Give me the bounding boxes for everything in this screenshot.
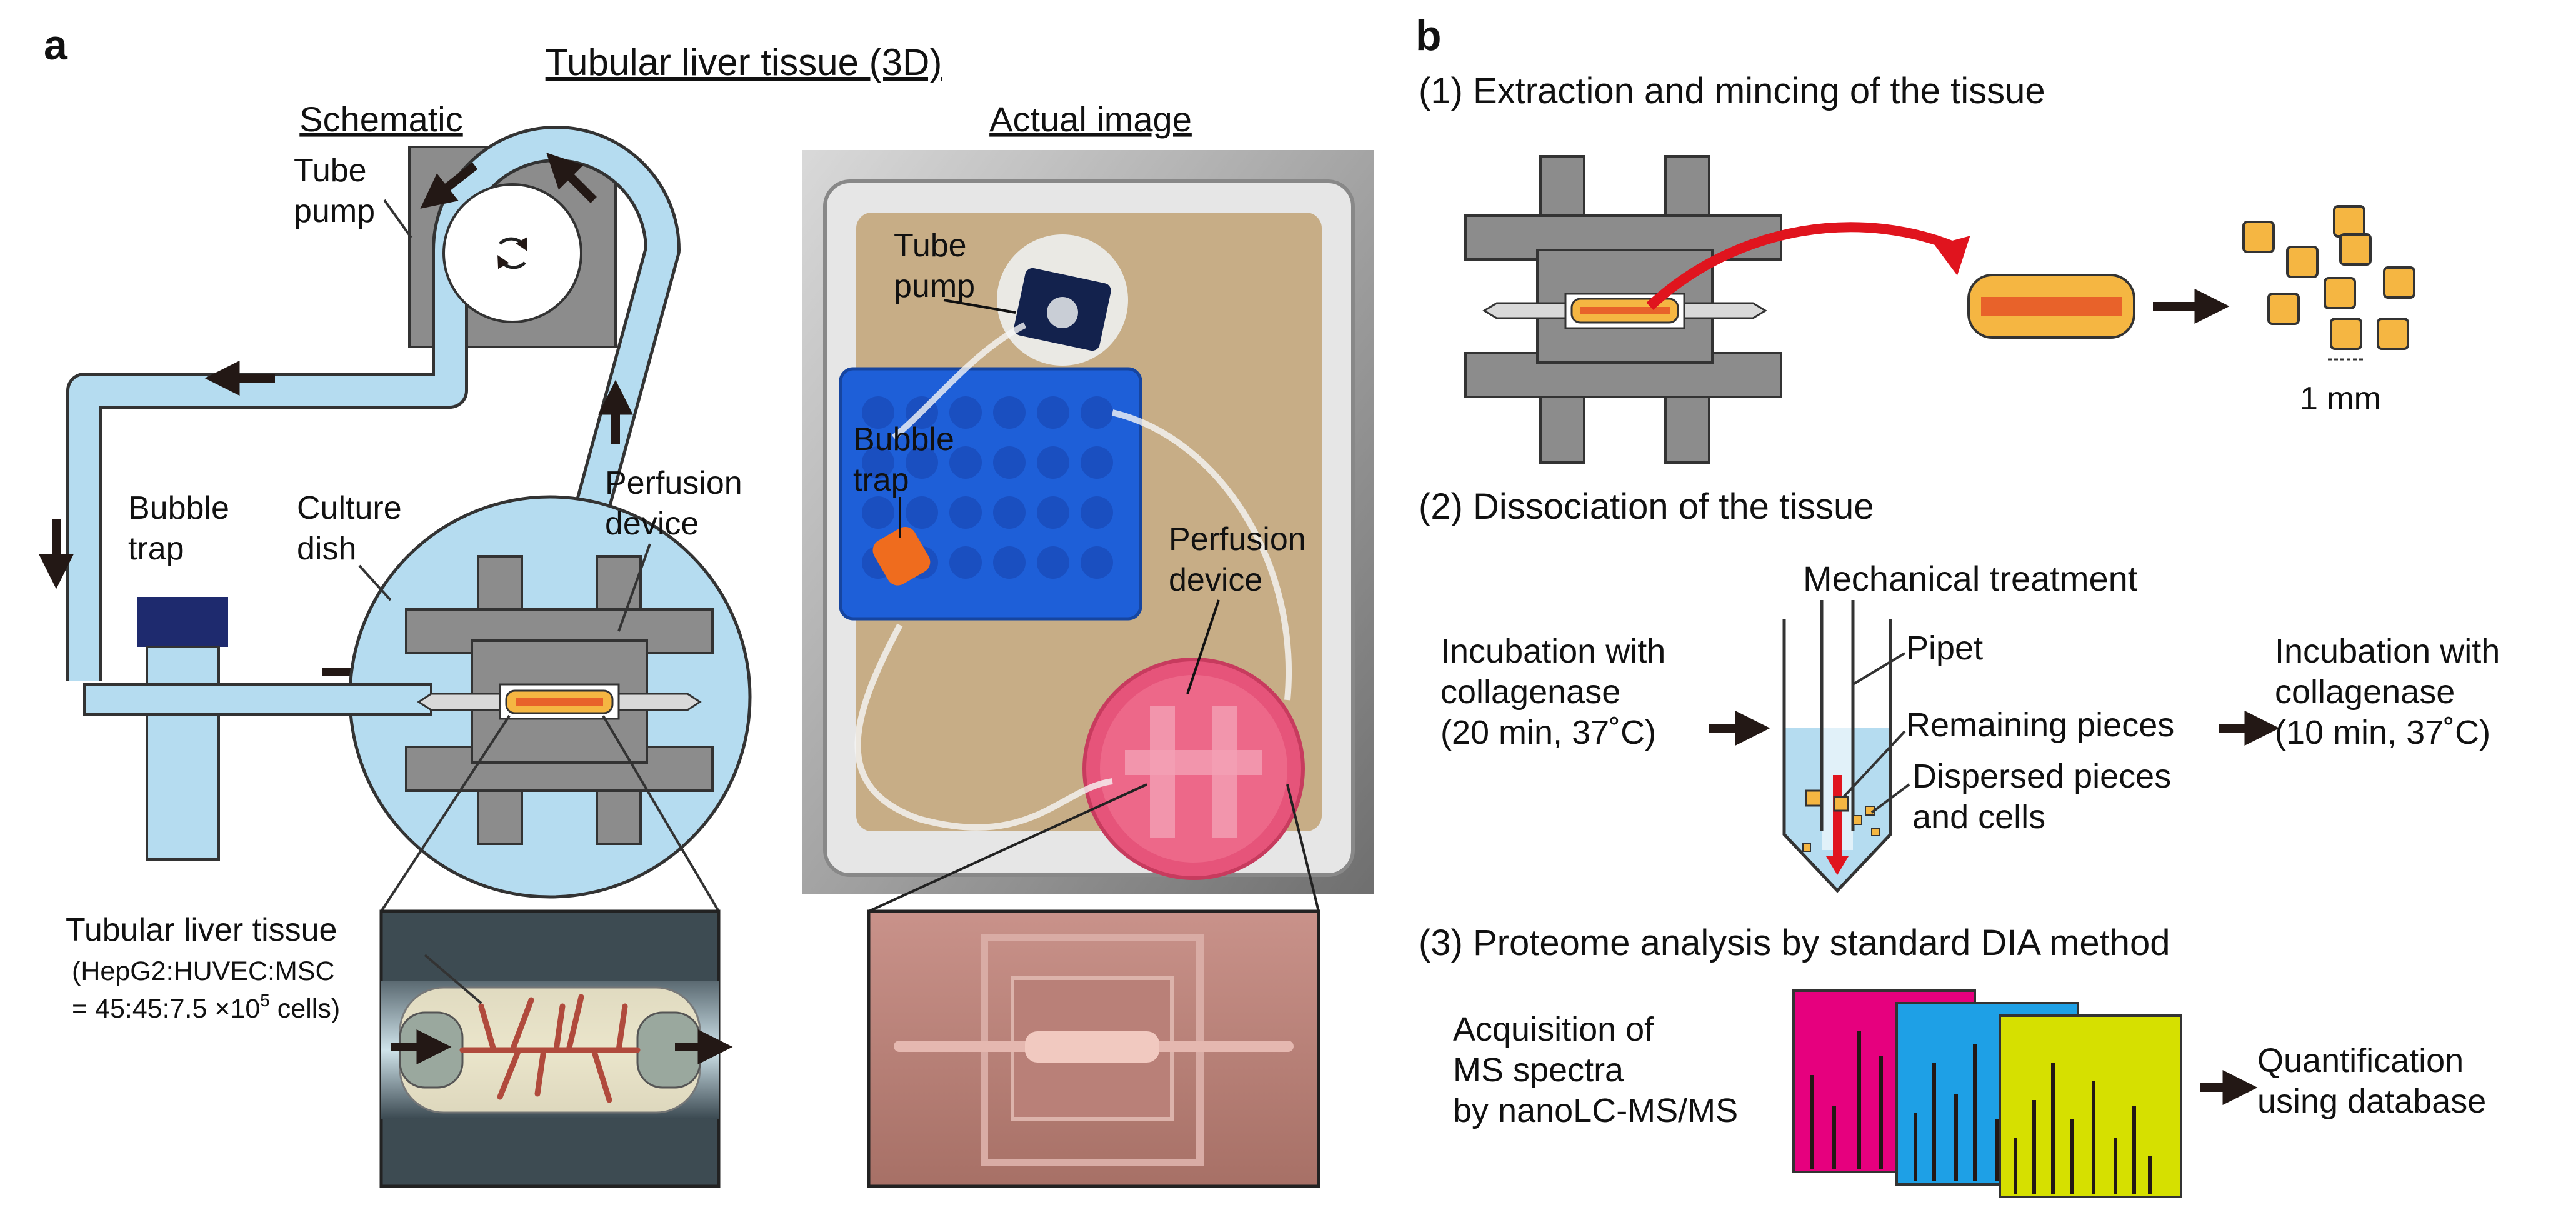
zoom-line xyxy=(602,714,720,913)
perfusion-device xyxy=(405,555,714,845)
inlet-tube xyxy=(83,683,432,716)
panel-a-title: Tubular liver tissue (3D) xyxy=(546,41,942,83)
actual-image-heading: Actual image xyxy=(989,99,1192,139)
ms-spectra xyxy=(1792,989,2182,1198)
step3-heading: (3) Proteome analysis by standard DIA me… xyxy=(1419,923,2170,963)
device-zoom-photo xyxy=(867,909,1320,1188)
tissue-label: Tubular liver tissue xyxy=(66,912,337,948)
zoom-line xyxy=(380,714,511,913)
leader-line xyxy=(1842,730,1906,798)
tissue-zoom-schematic xyxy=(379,909,721,1188)
bubble-trap-cap xyxy=(137,597,228,647)
step1-heading: (1) Extraction and mincing of the tissue xyxy=(1419,71,2045,111)
photo-bubble-trap-label: Bubble trap xyxy=(853,421,963,498)
rotation-icon xyxy=(497,255,526,269)
leader-line xyxy=(1852,652,1906,686)
zoom-line xyxy=(1286,784,1320,912)
tissue-ratio: = 45:45:7.5 ×105 cells) xyxy=(72,991,340,1024)
leader-line xyxy=(424,954,482,1004)
photo-tube-pump-label: Tube pump xyxy=(894,228,976,304)
step2-heading: (2) Dissociation of the tissue xyxy=(1419,486,1874,527)
leader-line xyxy=(1870,783,1910,814)
minced-pieces xyxy=(2242,205,2415,350)
pump-rotor xyxy=(442,183,582,323)
zoom-line xyxy=(868,783,1147,913)
scale-label: 1 mm xyxy=(2300,381,2381,417)
bubble-trap-body xyxy=(146,646,220,861)
incubation-left: Incubation with collagenase (20 min, 37˚… xyxy=(1440,633,1675,751)
panel-b-label: b xyxy=(1415,12,1442,59)
schematic-bubble-trap-label: Bubble trap xyxy=(128,490,238,567)
mechanical-treatment-label: Mechanical treatment xyxy=(1803,559,2138,598)
schematic-heading: Schematic xyxy=(299,99,462,139)
leader-line xyxy=(943,299,1016,314)
acquisition-label: Acquisition of MS spectra by nanoLC-MS/M… xyxy=(1453,1011,1738,1129)
leader-line xyxy=(617,543,651,632)
flow-arrow-icon xyxy=(546,153,597,203)
flow-arrow-icon xyxy=(420,162,478,209)
panel-a-label: a xyxy=(44,21,68,69)
actual-photo xyxy=(802,150,1374,894)
red-arrow-icon xyxy=(1646,222,1965,310)
step1-device xyxy=(1464,155,1782,464)
red-arrowhead-icon xyxy=(1934,236,1970,276)
pipet-label: Pipet xyxy=(1906,629,1983,667)
schematic-culture-dish-label: Culture dish xyxy=(297,490,411,567)
centrifuge-tube xyxy=(1782,600,1892,893)
rotation-icon xyxy=(499,237,527,251)
schematic-tube-pump-label: Tube pump xyxy=(294,153,376,229)
dispersed-label: Dispersed pieces and cells xyxy=(1912,758,2180,836)
leader-line xyxy=(358,564,392,601)
incubation-right: Incubation with collagenase (10 min, 37˚… xyxy=(2275,633,2509,751)
tissue-composition: (HepG2:HUVEC:MSC xyxy=(72,956,335,986)
remaining-pieces-label: Remaining pieces xyxy=(1906,706,2174,744)
photo-perfusion-device-label: Perfusion device xyxy=(1169,521,1315,598)
leader-line xyxy=(1186,599,1220,694)
tissue-core xyxy=(1981,297,2122,316)
quantification-label: Quantification using database xyxy=(2257,1042,2486,1120)
leader-line xyxy=(383,199,412,239)
schematic-perfusion-device-label: Perfusion device xyxy=(605,465,751,542)
spectrum-yellow xyxy=(1999,1014,2182,1198)
